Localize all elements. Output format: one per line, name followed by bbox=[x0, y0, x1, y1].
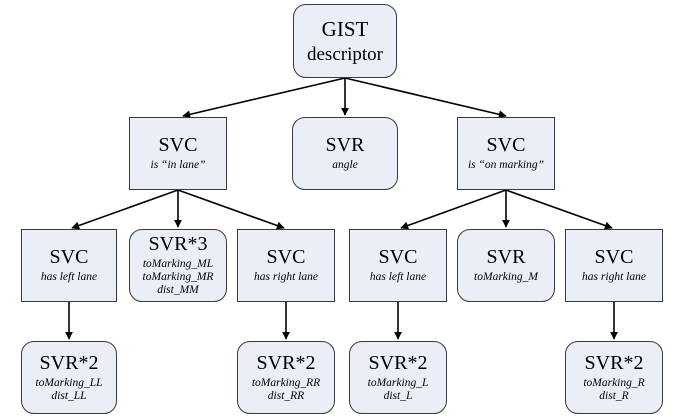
node-subtitle: toMarking_ML bbox=[142, 258, 214, 270]
node-subtitle: is “in lane” bbox=[150, 159, 206, 171]
svr3-node: SVR*3 toMarking_ML toMarking_MR dist_MM bbox=[129, 229, 227, 302]
node-title: SVR*2 bbox=[39, 351, 99, 374]
svr2-l-node: SVR*2 toMarking_L dist_L bbox=[349, 341, 447, 414]
node-title: SVR*2 bbox=[368, 351, 428, 374]
gist-descriptor-node: GIST descriptor bbox=[293, 4, 397, 78]
edge-on-marking-to-left-lane bbox=[400, 189, 507, 230]
svc-has-right-lane-node: SVC has right lane bbox=[565, 229, 663, 302]
node-subtitle: toMarking_MR bbox=[142, 271, 214, 283]
node-subtitle: dist_MM bbox=[157, 284, 199, 296]
node-subtitle: toMarking_RR bbox=[251, 376, 321, 389]
node-title: SVR*3 bbox=[148, 233, 208, 255]
node-subtitle: dist_R bbox=[599, 389, 629, 402]
edge-root-to-in-lane bbox=[182, 77, 346, 119]
node-title: SVC bbox=[158, 134, 198, 156]
node-title: SVC bbox=[486, 134, 526, 156]
node-subtitle: has right lane bbox=[254, 271, 318, 283]
node-title: SVR bbox=[486, 246, 526, 268]
edge-root-to-on-marking bbox=[344, 77, 507, 119]
node-subtitle: toMarking_L bbox=[367, 376, 429, 389]
node-title: SVC bbox=[594, 246, 634, 268]
node-subtitle: angle bbox=[332, 159, 358, 171]
node-title: SVC bbox=[378, 246, 418, 268]
node-title: SVR*2 bbox=[584, 351, 644, 374]
node-title: GIST bbox=[321, 16, 369, 41]
node-subtitle: toMarking_M bbox=[474, 271, 538, 283]
node-subtitle: has left lane bbox=[40, 271, 98, 283]
svr2-r-node: SVR*2 toMarking_R dist_R bbox=[565, 341, 663, 414]
svc-in-lane-node: SVC is “in lane” bbox=[129, 117, 227, 190]
node-subtitle: is “on marking” bbox=[467, 159, 545, 171]
node-subtitle: toMarking_R bbox=[583, 376, 645, 389]
edge-in-lane-to-right-lane bbox=[177, 189, 285, 230]
node-title: SVR*2 bbox=[256, 351, 316, 374]
svr-angle-node: SVR angle bbox=[292, 117, 398, 190]
svr2-rr-node: SVR*2 toMarking_RR dist_RR bbox=[237, 341, 335, 414]
node-subtitle: has right lane bbox=[582, 271, 646, 283]
svr2-ll-node: SVR*2 toMarking_LL dist_LL bbox=[21, 341, 117, 414]
node-subtitle: toMarking_LL bbox=[35, 376, 103, 389]
svc-has-left-lane-node: SVC has left lane bbox=[349, 229, 447, 302]
edge-in-lane-to-left-lane bbox=[71, 189, 179, 230]
svc-has-left-lane-node: SVC has left lane bbox=[21, 229, 117, 302]
edge-on-marking-to-right-lane bbox=[505, 189, 613, 230]
node-title: SVC bbox=[266, 246, 306, 268]
svc-has-right-lane-node: SVC has right lane bbox=[237, 229, 335, 302]
svc-on-marking-node: SVC is “on marking” bbox=[457, 117, 555, 190]
node-subtitle: dist_RR bbox=[267, 389, 305, 402]
node-subtitle: dist_LL bbox=[51, 389, 87, 402]
node-subtitle: descriptor bbox=[307, 43, 383, 65]
node-subtitle: has left lane bbox=[369, 271, 427, 283]
svr-to-marking-m-node: SVR toMarking_M bbox=[457, 229, 555, 302]
node-title: SVC bbox=[49, 246, 89, 268]
node-title: SVR bbox=[325, 134, 365, 156]
node-subtitle: dist_L bbox=[383, 389, 413, 402]
